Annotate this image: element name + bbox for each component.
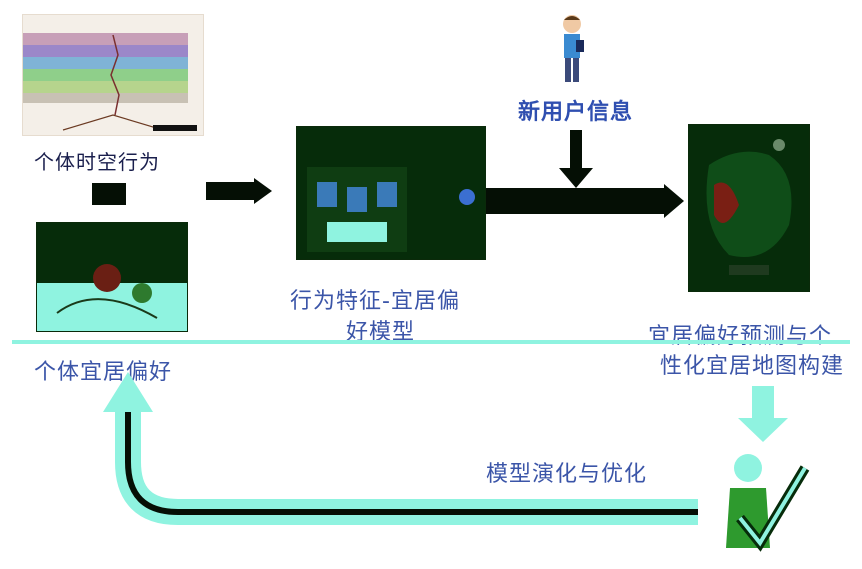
arrow-down-user-head xyxy=(559,168,593,188)
trajectory-chart-thumbnail xyxy=(22,14,204,136)
behavior-model-graphic xyxy=(307,167,475,252)
new-user-info-label: 新用户信息 xyxy=(518,100,634,125)
model-evolution-label: 模型演化与优化 xyxy=(486,462,648,487)
person-checkmark-icon xyxy=(726,454,810,552)
personalized-map-thumbnail xyxy=(688,124,810,292)
arrow-down-user-shaft xyxy=(570,130,582,170)
behavior-model-thumbnail xyxy=(296,126,486,260)
individual-preference-label: 个体宜居偏好 xyxy=(34,360,173,385)
preference-map-graphic xyxy=(37,264,187,331)
arrow-down-right-head xyxy=(738,418,788,442)
arrow-right-2 xyxy=(486,188,666,214)
arrow-down-small xyxy=(92,183,126,205)
preference-map-thumbnail xyxy=(36,222,188,332)
user-with-phone-icon xyxy=(563,15,584,82)
behavior-model-label-line1: 行为特征-宜居偏 xyxy=(290,289,460,314)
preference-prediction-label-line2: 性化宜居地图构建 xyxy=(660,354,845,379)
arrow-right-1-head xyxy=(254,178,272,204)
divider-line xyxy=(12,340,850,344)
arrow-right-1 xyxy=(206,182,256,200)
trajectory-ribbons-graphic xyxy=(23,33,197,131)
return-arrow-curve xyxy=(103,372,698,525)
personalized-map-graphic xyxy=(706,139,792,275)
individual-trajectory-label: 个体时空行为 xyxy=(34,150,160,174)
arrow-down-right-shaft xyxy=(752,386,774,420)
arrow-right-2-head xyxy=(664,184,684,218)
preference-prediction-label-line1: 宜居偏好预测与个 xyxy=(648,324,833,349)
